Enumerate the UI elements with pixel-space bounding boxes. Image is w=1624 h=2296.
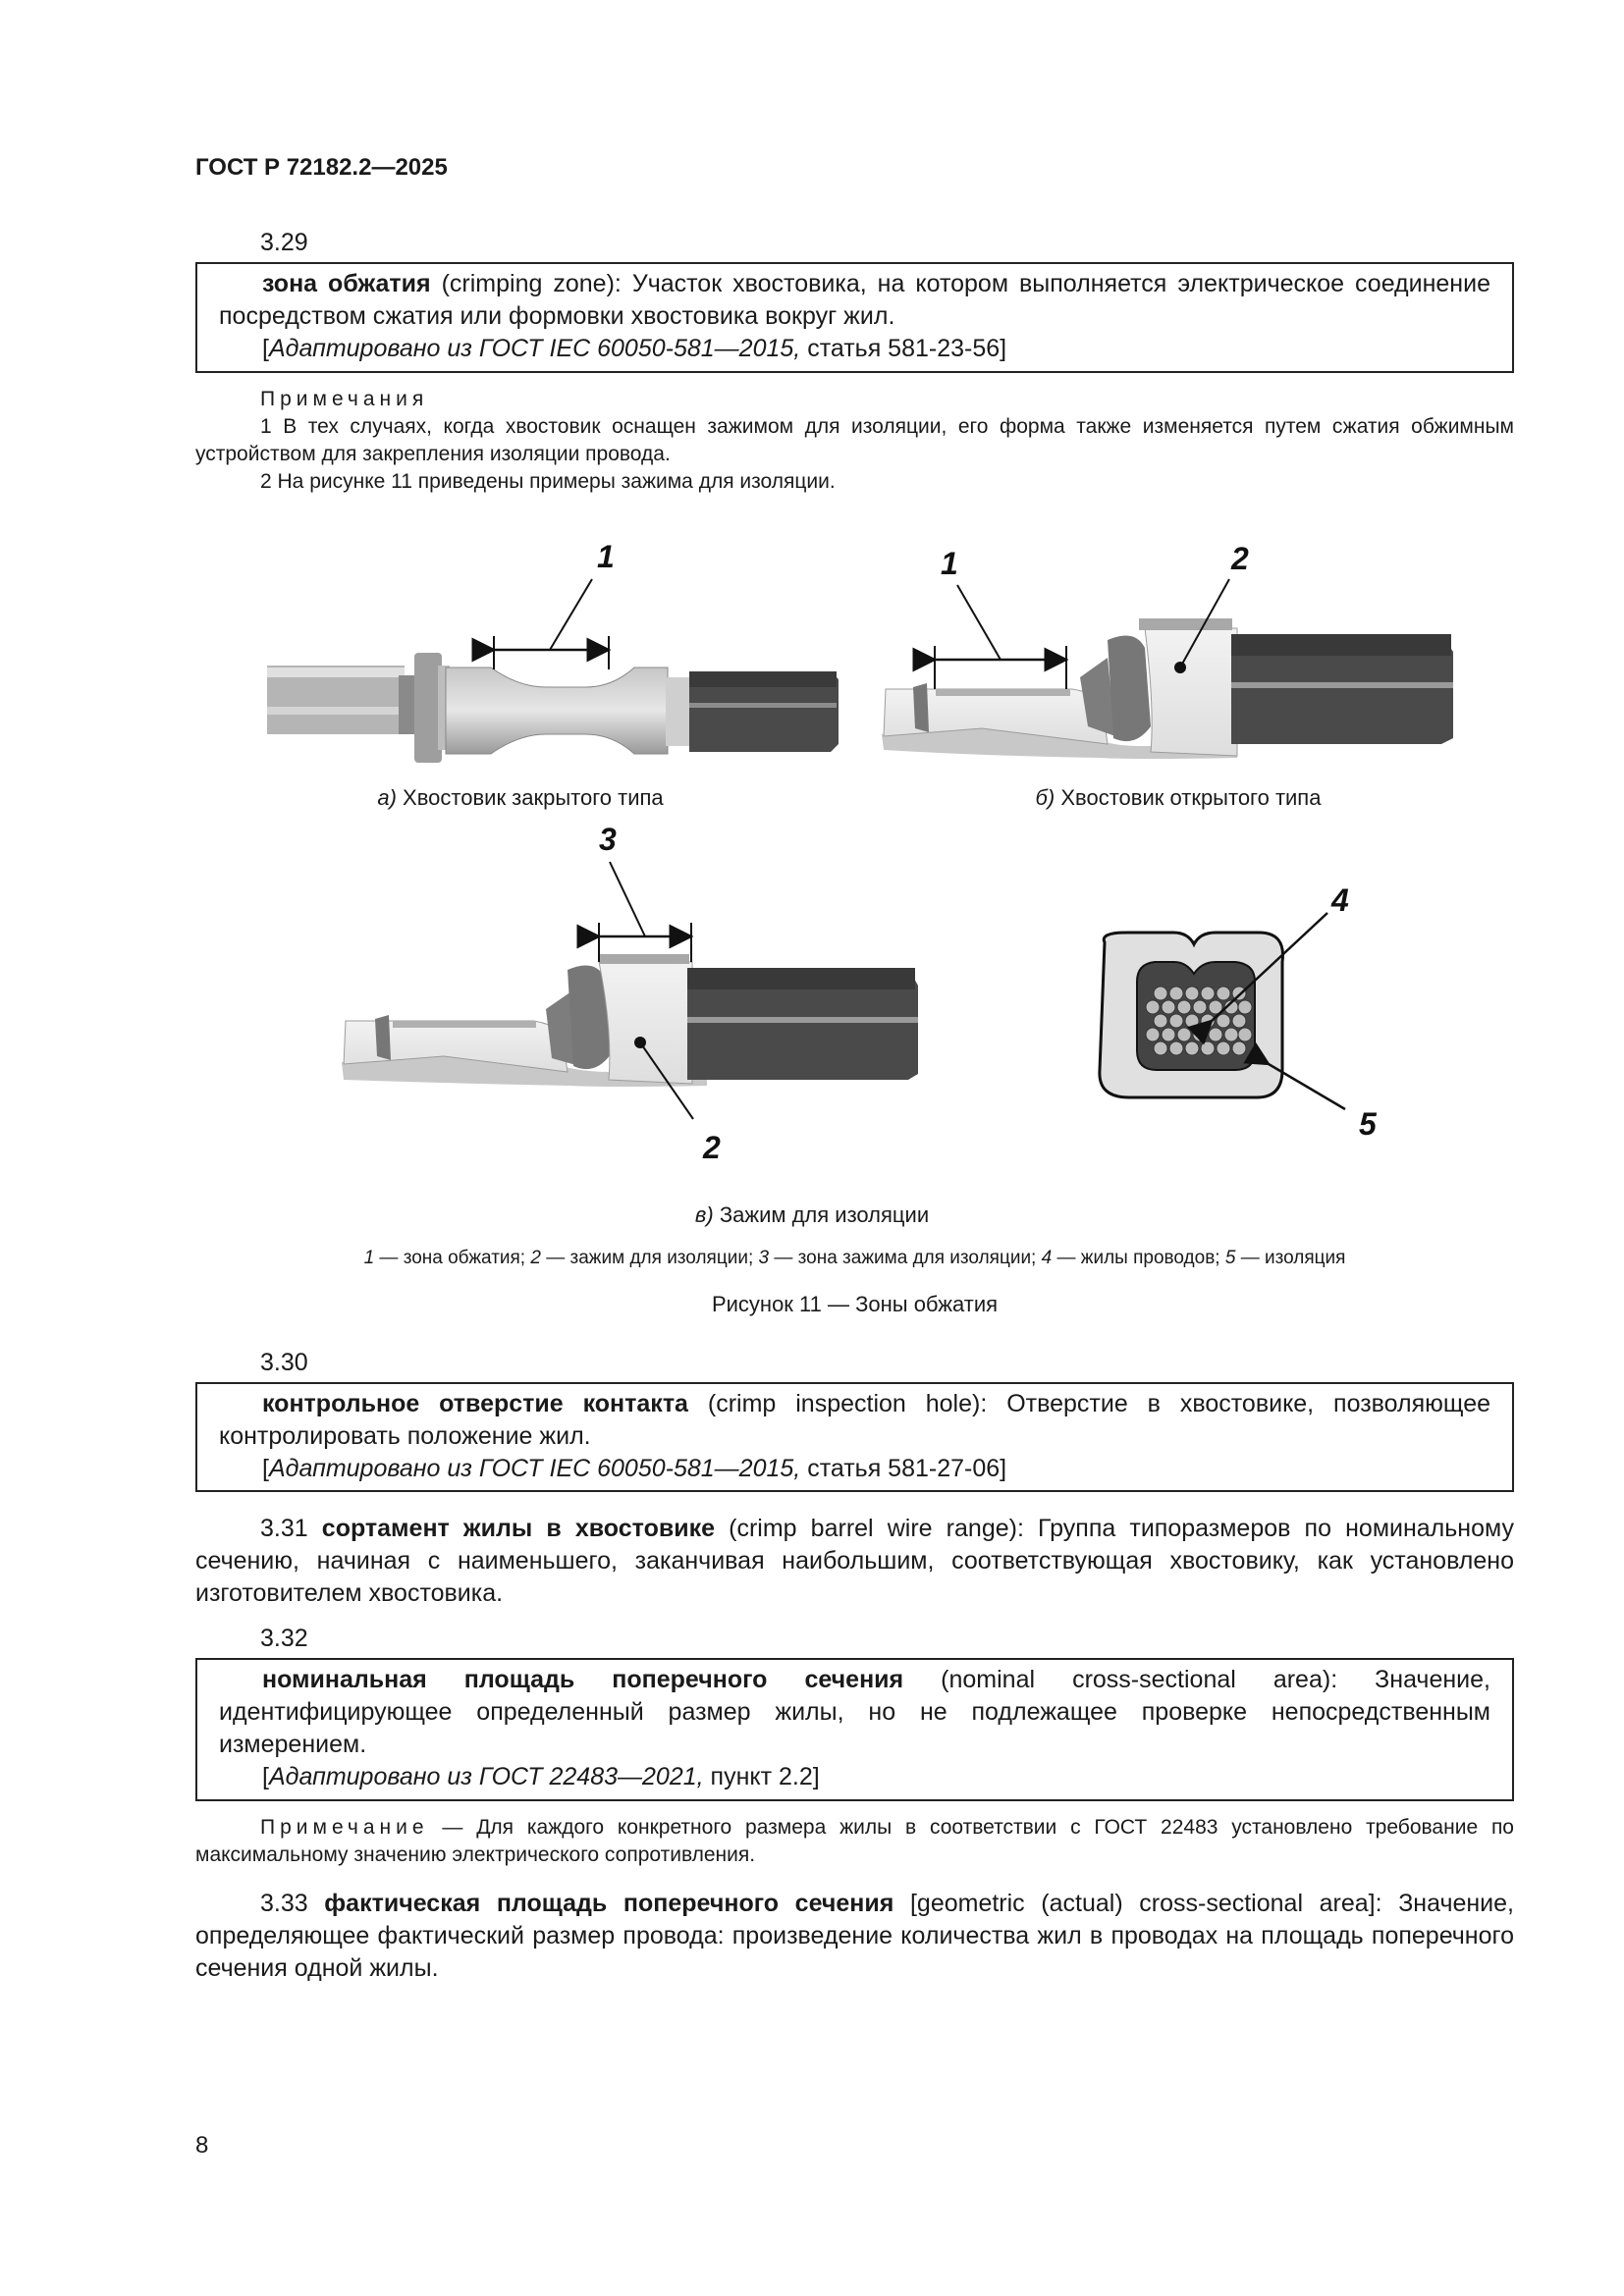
insulation-clamp-illustration: 3 2 <box>342 822 918 1165</box>
source-article: статья 581-27-06] <box>807 1455 1007 1482</box>
term-english: [geometric (actual) cross-sectional area… <box>909 1890 1382 1917</box>
source-reference: Адаптировано из ГОСТ 22483—2021, <box>268 1763 704 1790</box>
document-header: ГОСТ Р 72182.2—2025 <box>195 154 448 181</box>
source-reference: Адаптировано из ГОСТ IEC 60050-581—2015, <box>268 1455 801 1482</box>
definition: Значение, определяющее фактический разме… <box>195 1890 1514 1982</box>
note-text: — Для каждого конкретного размера жилы в… <box>195 1816 1514 1866</box>
definition-3-31: 3.31 сортамент жилы в хвостовике (crimp … <box>195 1515 1514 1607</box>
notes-3-29: Примечания 1 В тех случаях, когда хвосто… <box>195 386 1514 496</box>
term-english: (crimping zone): <box>441 270 622 297</box>
callout-3: 3 <box>599 822 617 857</box>
term-english: (crimp inspection hole): <box>707 1390 988 1417</box>
callout-1-a: 1 <box>597 539 615 574</box>
term: зона обжатия <box>262 270 431 297</box>
term-english: (crimp barrel wire range): <box>729 1515 1024 1542</box>
figure-legend: 1 — зона обжатия; 2 — зажим для изоляции… <box>363 1248 1346 1268</box>
definition: Участок хвостовика, на котором выполняет… <box>219 270 1490 330</box>
definition: Отверстие в хвостовике, позволяющее конт… <box>219 1390 1490 1450</box>
definition: Группа типоразмеров по номинальному сече… <box>195 1515 1514 1607</box>
callout-5: 5 <box>1359 1106 1378 1142</box>
definition-box-3-30: контрольное отверстие контакта (crimp in… <box>195 1382 1514 1492</box>
note-3-32: Примечание — Для каждого конкретного раз… <box>195 1814 1514 1869</box>
caption-b: б) Хвостовик открытого типа <box>1035 785 1322 810</box>
figure-11-drawing: 1 1 2 <box>267 539 1453 1165</box>
caption-v: в) Зажим для изоляции <box>694 1202 930 1227</box>
figure-title: Рисунок 11 — Зоны обжатия <box>711 1292 999 1316</box>
section-number-3-30: 3.30 <box>260 1349 308 1376</box>
callout-1-b: 1 <box>941 546 958 581</box>
notes-title: Примечания <box>260 388 429 410</box>
source-article: статья 581-23-56] <box>807 335 1007 362</box>
wire-cross-section-illustration: 4 5 <box>1098 882 1378 1142</box>
callout-4: 4 <box>1330 882 1349 918</box>
section-number-3-29: 3.29 <box>260 229 308 256</box>
definition: Значение, идентифицирующее определенный … <box>219 1666 1490 1758</box>
source-reference: Адаптировано из ГОСТ IEC 60050-581—2015, <box>268 335 801 362</box>
callout-2-b: 2 <box>1230 541 1249 576</box>
note-1: 1 В тех случаях, когда хвостовик оснащен… <box>195 415 1514 465</box>
section-number-3-32: 3.32 <box>260 1625 308 1652</box>
open-barrel-illustration: 1 2 <box>882 541 1453 759</box>
callout-2-c: 2 <box>702 1130 721 1165</box>
note-2: 2 На рисунке 11 приведены примеры зажима… <box>260 470 836 493</box>
source-article: пункт 2.2] <box>710 1763 820 1790</box>
term: сортамент жилы в хвостовике <box>321 1515 715 1542</box>
term: контрольное отверстие контакта <box>262 1390 688 1417</box>
definition-3-33: 3.33 фактическая площадь поперечного сеч… <box>195 1890 1514 1982</box>
term: номинальная площадь поперечного сечения <box>262 1666 904 1693</box>
closed-barrel-illustration: 1 <box>267 539 839 763</box>
term-english: (nominal cross-sectional area): <box>941 1666 1338 1693</box>
definition-box-3-32: номинальная площадь поперечного сечения … <box>195 1658 1514 1801</box>
caption-a: а) Хвостовик закрытого типа <box>377 785 664 810</box>
note-title: Примечание <box>260 1816 429 1839</box>
definition-box-3-29: зона обжатия (crimping zone): Участок хв… <box>195 262 1514 373</box>
page-number: 8 <box>195 2132 209 2159</box>
term: фактическая площадь поперечного сечения <box>324 1890 894 1917</box>
